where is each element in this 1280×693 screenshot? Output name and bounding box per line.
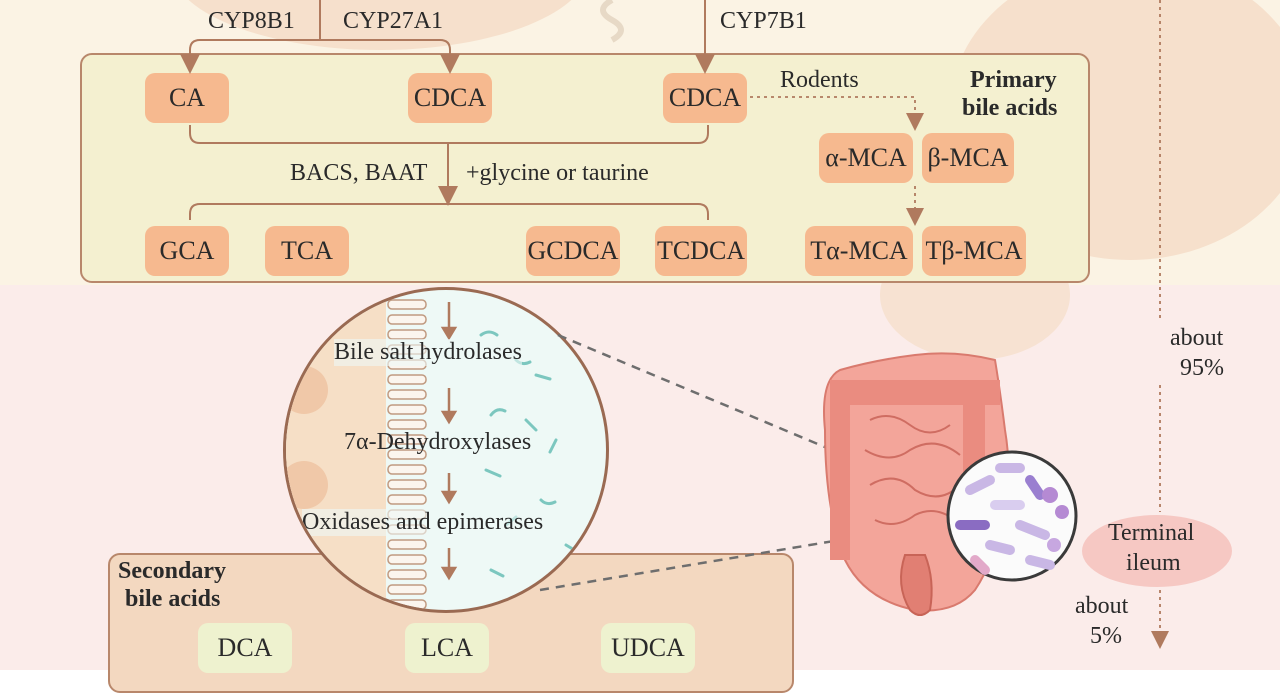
primary-title-line1: Primary — [970, 67, 1057, 93]
step-oxidases-epimerases: Oxidases and epimerases — [302, 509, 544, 536]
step-7a-dehydroxylases: 7α-Dehydroxylases — [344, 429, 532, 455]
pill-t-beta-mca: Tβ-MCA — [922, 226, 1026, 276]
pill-tcdca: TCDCA — [655, 226, 747, 276]
primary-title-line2: bile acids — [962, 95, 1058, 121]
enzyme-cyp7b1: CYP7B1 — [720, 8, 807, 34]
connector-overlay — [180, 0, 1169, 649]
about-5-line2: 5% — [1090, 623, 1122, 649]
pill-tca: TCA — [265, 226, 349, 276]
pill-cdca: CDCA — [408, 73, 492, 123]
step-bile-salt-hydrolases: Bile salt hydrolases — [334, 339, 522, 366]
cholesterol-squiggle — [600, 0, 624, 43]
about-95-line1: about — [1170, 325, 1224, 351]
ileum-line2: ileum — [1126, 550, 1181, 576]
enzyme-bacs-baat: BACS, BAAT — [290, 160, 428, 186]
pill-beta-mca: β-MCA — [922, 133, 1014, 183]
pill-lca: LCA — [405, 623, 489, 673]
about-5-line1: about — [1075, 593, 1129, 619]
pill-alpha-mca: α-MCA — [819, 133, 913, 183]
secondary-title-line2: bile acids — [125, 586, 221, 612]
secondary-title-line1: Secondary — [118, 558, 226, 584]
enzyme-cyp8b1: CYP8B1 — [208, 8, 295, 34]
enzyme-cyp27a1: CYP27A1 — [343, 8, 444, 34]
conjugation-label: +glycine or taurine — [466, 160, 649, 186]
rodent-arrows — [750, 0, 1169, 649]
pill-dca: DCA — [198, 623, 292, 673]
pill-t-alpha-mca: Tα-MCA — [805, 226, 913, 276]
rodents-label: Rodents — [780, 67, 859, 93]
pill-cdca-alt: CDCA — [663, 73, 747, 123]
terminal-ileum-ellipse — [1082, 515, 1232, 587]
pill-gcdca: GCDCA — [526, 226, 620, 276]
pill-udca: UDCA — [601, 623, 695, 673]
ileum-line1: Terminal — [1108, 520, 1195, 546]
bacteria-zoom-circle — [946, 450, 1078, 582]
pill-gca: GCA — [145, 226, 229, 276]
pill-ca: CA — [145, 73, 229, 123]
synthesis-arrows — [180, 0, 715, 220]
about-95-line2: 95% — [1180, 355, 1224, 381]
